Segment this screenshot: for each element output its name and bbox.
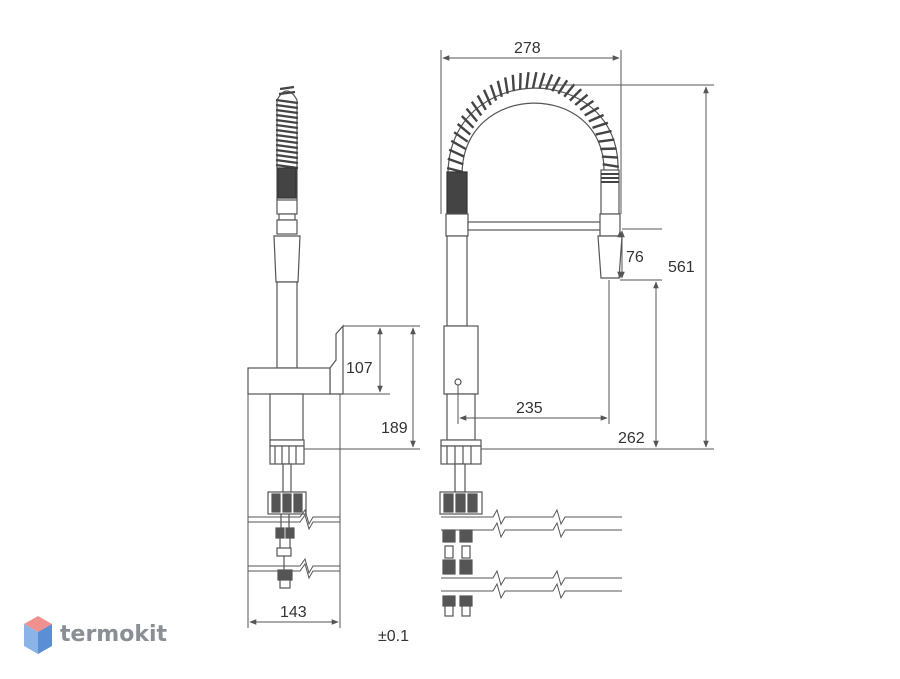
spring-coil xyxy=(278,90,296,96)
spring-coil xyxy=(525,71,530,89)
spring-coil xyxy=(275,118,299,125)
spring-coil xyxy=(588,113,605,123)
front-sprayer-head xyxy=(597,235,623,279)
spring-coil xyxy=(275,153,299,160)
front-holder-bar xyxy=(467,221,603,231)
side-lower-body xyxy=(269,393,304,441)
spring-coil xyxy=(275,113,299,120)
spring-coil xyxy=(518,72,522,90)
spring-coil xyxy=(600,147,617,151)
spring-coil xyxy=(504,77,509,94)
spring-coil xyxy=(482,89,492,106)
front-spout-tube xyxy=(446,235,468,327)
spring-coil xyxy=(595,129,612,136)
side-supply-hoses xyxy=(275,514,295,589)
spring-coil xyxy=(579,99,595,111)
spring-coil xyxy=(557,79,569,95)
spring-coil xyxy=(275,123,299,130)
spring-coil xyxy=(496,80,503,98)
spring-coil xyxy=(598,138,615,143)
side-sprayer-connector xyxy=(276,199,298,215)
front-spring-collar-left xyxy=(446,171,468,215)
spring-coil xyxy=(563,83,576,98)
front-spring-collar-right xyxy=(600,169,620,215)
spring-coil xyxy=(544,74,554,90)
spring-coil xyxy=(602,163,620,168)
dim-handle-height: 107 xyxy=(346,360,373,377)
dim-width-top: 278 xyxy=(514,40,541,57)
dim-base-width: 143 xyxy=(280,604,307,621)
spring-coil xyxy=(275,98,299,105)
front-base-nut xyxy=(440,439,482,465)
spring-coil xyxy=(538,72,546,89)
spring-coil xyxy=(584,106,600,117)
front-handle-pivot xyxy=(454,378,462,386)
side-base-nut xyxy=(269,439,305,465)
side-spring xyxy=(275,85,299,200)
front-dimensions xyxy=(440,50,714,450)
front-spout-top xyxy=(445,213,469,237)
spring-coil xyxy=(511,74,515,92)
front-mounting-nut xyxy=(439,491,483,515)
front-countertop xyxy=(441,508,622,600)
dim-sprayer-height: 76 xyxy=(626,249,644,266)
side-countertop xyxy=(248,508,340,580)
spring-coil xyxy=(470,101,483,117)
spring-coil xyxy=(275,133,299,140)
spring-coil xyxy=(489,84,498,101)
spring-coil xyxy=(569,88,583,102)
spring-coil xyxy=(279,85,295,91)
spring-coil xyxy=(275,148,299,155)
spring-coil xyxy=(453,131,469,143)
spring-coil xyxy=(275,108,299,115)
spring-coil xyxy=(592,121,609,129)
side-sprayer-head xyxy=(273,235,301,283)
dim-spout-reach: 235 xyxy=(516,400,543,417)
side-view xyxy=(247,85,344,628)
side-dimensions xyxy=(249,325,420,625)
side-spout-tube xyxy=(276,281,298,369)
spring-coil xyxy=(275,103,299,110)
spring-coil xyxy=(465,107,479,123)
side-spring-collar xyxy=(277,167,297,199)
termokit-logo: termokit xyxy=(24,616,167,654)
dim-spout-height: 262 xyxy=(618,430,645,447)
spring-coil xyxy=(551,76,561,92)
spring-coil xyxy=(450,139,467,151)
side-handle-lever xyxy=(329,324,344,395)
spring-coil xyxy=(574,93,589,106)
brand-name: termokit xyxy=(60,622,167,647)
front-supply-hoses xyxy=(442,529,473,617)
side-mounting-nut xyxy=(267,491,307,515)
spring-coil xyxy=(531,71,538,89)
dim-body-height: 189 xyxy=(381,420,408,437)
front-view xyxy=(439,71,623,617)
spring-coil xyxy=(275,128,299,135)
spring-coil xyxy=(456,122,472,136)
spring-coil xyxy=(448,148,465,158)
spring-coil xyxy=(275,138,299,145)
spring-coil xyxy=(446,166,464,174)
spring-coil xyxy=(275,158,299,165)
dim-height-total: 561 xyxy=(668,259,695,276)
spring-coil xyxy=(476,94,487,111)
side-body-block xyxy=(247,367,331,395)
tolerance-note: ±0.1 xyxy=(378,628,409,645)
spring-coil xyxy=(447,157,464,166)
front-spring xyxy=(446,71,620,178)
spring-coil xyxy=(460,115,475,129)
spring-coil xyxy=(275,143,299,150)
termokit-logo-icon xyxy=(24,616,52,654)
spring-coil xyxy=(601,155,619,159)
